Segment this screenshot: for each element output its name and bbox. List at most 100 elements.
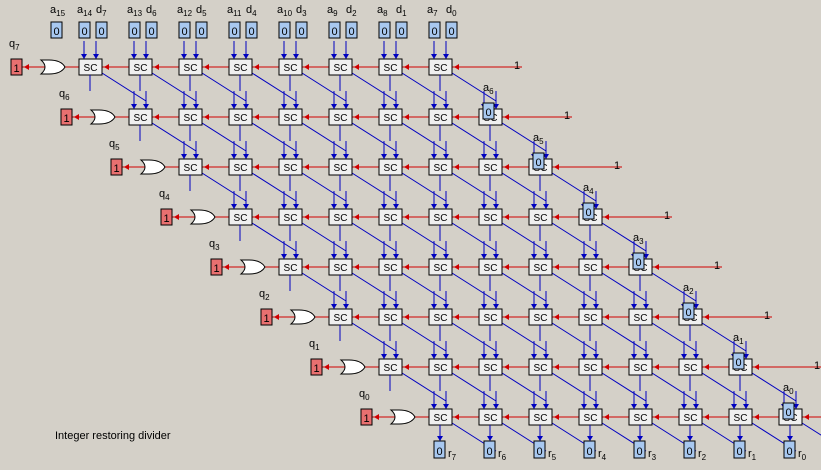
svg-text:a15: a15 (50, 4, 66, 18)
top-input-box[interactable] (245, 21, 258, 39)
side-input-box[interactable] (532, 152, 545, 170)
data-wire (551, 172, 597, 202)
data-wire (451, 222, 497, 252)
junction-dot (25, 65, 29, 69)
arrow-head (704, 414, 709, 420)
side-input-box[interactable] (582, 202, 595, 220)
svg-text:a1: a1 (733, 332, 744, 346)
top-input-box[interactable] (178, 21, 191, 39)
remainder-box[interactable] (533, 440, 546, 459)
quotient-box[interactable] (310, 358, 323, 376)
remainder-box[interactable] (783, 440, 796, 459)
top-input-box[interactable] (95, 21, 108, 39)
top-input-box[interactable] (228, 21, 241, 39)
remainder-box[interactable] (483, 440, 496, 459)
svg-text:r3: r3 (648, 448, 657, 462)
arrow-head (554, 314, 559, 320)
remainder-value: 0 (636, 446, 642, 458)
side-input-box[interactable] (732, 352, 745, 370)
arrow-head (354, 264, 359, 270)
quotient-value: 1 (163, 213, 169, 225)
sc-cell-label: SC (534, 213, 548, 224)
arrow-head (693, 354, 699, 359)
arrow-head (404, 114, 409, 120)
top-input-value: 0 (348, 26, 354, 38)
top-input-box[interactable] (445, 21, 458, 39)
top-input-label: a15 (50, 4, 66, 18)
sc-cell-label: SC (184, 163, 198, 174)
remainder-box[interactable] (583, 440, 596, 459)
data-wire (451, 322, 497, 352)
top-input-label: a13 (127, 4, 143, 18)
arrow-head (754, 414, 759, 420)
sc-cell-label: SC (584, 263, 598, 274)
top-input-box[interactable] (195, 21, 208, 39)
top-input-value: 0 (198, 26, 204, 38)
top-input-label: d4 (246, 4, 257, 18)
arrow-head (481, 254, 487, 259)
remainder-value: 0 (786, 446, 792, 458)
side-input-box[interactable] (782, 402, 795, 420)
remainder-box[interactable] (433, 440, 446, 459)
quotient-box[interactable] (110, 158, 123, 176)
quotient-box[interactable] (260, 308, 273, 326)
arrow-head (454, 314, 459, 320)
svg-text:d1: d1 (396, 4, 407, 18)
data-wire (351, 222, 397, 252)
sc-cell-label: SC (584, 413, 598, 424)
data-wire (451, 372, 497, 402)
arrow-head (343, 104, 349, 109)
top-input-box[interactable] (78, 21, 91, 39)
arrow-head (443, 404, 449, 409)
arrow-head (604, 364, 609, 370)
arrow-head (381, 254, 387, 259)
top-input-box[interactable] (378, 21, 391, 39)
remainder-box[interactable] (633, 440, 646, 459)
junction-dot (275, 315, 279, 319)
data-wire (351, 272, 397, 302)
top-input-box[interactable] (345, 21, 358, 39)
top-input-box[interactable] (328, 21, 341, 39)
side-input-label: a5 (533, 132, 544, 146)
remainder-box[interactable] (733, 440, 746, 459)
top-input-box[interactable] (128, 21, 141, 39)
remainder-box[interactable] (683, 440, 696, 459)
sc-cell-label: SC (284, 113, 298, 124)
arrow-head (481, 204, 487, 209)
svg-text:a7: a7 (427, 4, 438, 18)
top-input-box[interactable] (295, 21, 308, 39)
top-input-box[interactable] (395, 21, 408, 39)
quotient-box[interactable] (360, 408, 373, 426)
quotient-box[interactable] (160, 208, 173, 226)
side-input-box[interactable] (682, 302, 695, 320)
sc-cell-label: SC (534, 363, 548, 374)
arrow-head (454, 164, 459, 170)
top-input-box[interactable] (145, 21, 158, 39)
quotient-box[interactable] (210, 258, 223, 276)
sc-cell-label: SC (284, 163, 298, 174)
arrow-head (381, 304, 387, 309)
quotient-box[interactable] (10, 58, 23, 76)
sc-cell-label: SC (734, 413, 748, 424)
data-wire (451, 272, 497, 302)
data-wire (451, 72, 497, 102)
junction-dot (325, 365, 329, 369)
side-input-box[interactable] (482, 102, 495, 120)
data-wire (401, 72, 447, 102)
top-input-box[interactable] (50, 21, 63, 39)
data-wire (401, 122, 447, 152)
carry-in-label: 1 (564, 110, 570, 122)
arrow-head (443, 54, 449, 59)
quotient-box[interactable] (60, 108, 73, 126)
top-input-box[interactable] (278, 21, 291, 39)
arrow-head (93, 54, 99, 59)
sc-cell-label: SC (434, 63, 448, 74)
arrow-head (431, 204, 437, 209)
arrow-head (654, 414, 659, 420)
data-wire (351, 122, 397, 152)
top-input-box[interactable] (428, 21, 441, 39)
side-input-box[interactable] (632, 252, 645, 270)
sc-cell-label: SC (484, 363, 498, 374)
or-gate (139, 159, 166, 175)
data-wire (251, 222, 297, 252)
